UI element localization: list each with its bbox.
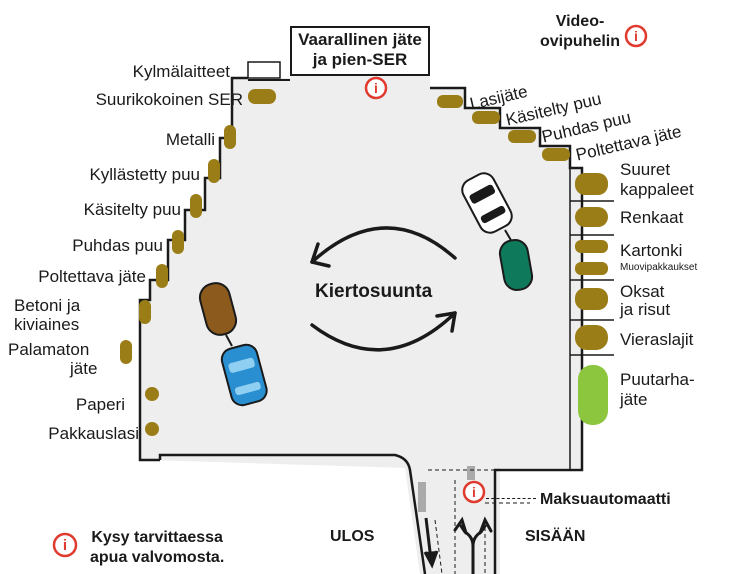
bin-burnable-r — [542, 148, 570, 161]
label-concrete-line1: Betoni ja — [14, 296, 81, 315]
hazardous-waste-station: Vaarallinen jäte ja pien-SER — [290, 26, 430, 76]
entry-label: SISÄÄN — [525, 528, 586, 545]
bin-large-electronics — [248, 89, 276, 104]
bin-large-items — [575, 173, 608, 195]
video-call-label: Video- ovipuhelin — [540, 12, 620, 52]
svg-text:i: i — [472, 484, 476, 500]
bottom-left-wall — [158, 453, 427, 574]
car-brown-trailer — [198, 282, 238, 347]
car-blue — [220, 343, 268, 407]
bin-branches — [575, 288, 608, 310]
bin-glass-packaging — [145, 422, 159, 436]
svg-text:i: i — [634, 28, 638, 44]
payment-leader-line — [486, 498, 536, 499]
bin-concrete — [139, 300, 151, 324]
bin-glass — [437, 95, 463, 108]
right-wall — [430, 86, 584, 574]
entry-arrows — [453, 516, 493, 574]
right-bin-separators — [570, 200, 614, 356]
top-right-bins — [437, 95, 570, 161]
rotation-direction-label: Kiertosuunta — [315, 281, 433, 302]
bin-clean-wood — [172, 230, 184, 254]
label-tires: Renkaat — [620, 208, 684, 227]
bin-cardboard — [575, 240, 608, 253]
info-icon-hazardous: i — [364, 76, 388, 100]
label-paper: Paperi — [75, 395, 125, 414]
bin-metal — [224, 125, 236, 149]
label-branches-line2: ja risut — [620, 300, 671, 319]
label-burnable-waste: Poltettava jäte — [38, 267, 146, 286]
help-text-line1: Kysy tarvittaessa — [91, 529, 223, 546]
hazardous-title-line1: Vaarallinen jäte — [298, 30, 422, 49]
fridge-area — [247, 61, 281, 79]
label-metal: Metalli — [165, 130, 215, 149]
info-icon-payment: i — [462, 480, 486, 504]
svg-text:i: i — [63, 537, 67, 554]
bin-paper — [145, 387, 159, 401]
bin-invasive — [575, 325, 608, 350]
label-impregnated-wood: Kyllästetty puu — [89, 165, 200, 184]
label-nonburnable-line2: jäte — [70, 359, 98, 378]
label-cardboard: Kartonki — [620, 241, 683, 260]
label-invasive-species: Vieraslajit — [620, 330, 694, 349]
gate-area — [418, 466, 530, 574]
bin-treated-wood-r — [472, 111, 500, 124]
bin-treated-wood — [190, 194, 202, 218]
payment-machine-label: Maksuautomaatti — [540, 491, 671, 508]
label-plastic-packaging: Muovipakkaukset — [620, 262, 698, 273]
label-fridges: Kylmälaitteet — [132, 62, 230, 81]
car-green-trailer — [498, 229, 534, 291]
svg-text:i: i — [374, 80, 378, 96]
label-treated-wood: Käsitelty puu — [83, 200, 181, 219]
label-packaging-glass: Pakkauslasi — [48, 424, 139, 443]
video-call-line1: Video- — [555, 13, 605, 30]
bin-clean-wood-r — [508, 130, 536, 143]
hazardous-title-line2: ja pien-SER — [312, 50, 408, 69]
label-garden-waste-line1: Puutarha- — [620, 370, 695, 389]
exit-label: ULOS — [330, 528, 375, 545]
label-large-electronics: Suurikokoinen SER — [95, 90, 243, 109]
label-concrete-line2: kiviaines — [14, 315, 80, 334]
help-text-line2: apua valvomosta. — [90, 549, 225, 566]
label-branches-line1: Oksat — [620, 282, 665, 301]
video-call-line2: ovipuhelin — [540, 33, 620, 50]
exit-arrow — [423, 517, 439, 569]
info-icon-help: i — [52, 532, 78, 558]
label-nonburnable-line1: Palamaton — [8, 340, 90, 359]
help-text: Kysy tarvittaessa apua valvomosta. — [90, 528, 224, 568]
bin-impregnated-wood — [208, 159, 220, 183]
bin-garden — [578, 365, 608, 425]
label-clean-wood: Puhdas puu — [72, 236, 163, 255]
label-large-items-line2: kappaleet — [620, 180, 694, 199]
bin-nonburnable — [120, 340, 132, 364]
label-large-items-line1: Suuret — [620, 160, 671, 179]
left-bins — [120, 89, 276, 436]
info-icon-video-call: i — [624, 24, 648, 48]
bin-burnable-left — [156, 264, 168, 288]
bin-tires — [575, 207, 608, 227]
car-white — [461, 172, 513, 234]
rotation-arrows — [310, 226, 457, 352]
right-bins — [575, 173, 608, 425]
bin-plastic — [575, 262, 608, 275]
label-garden-waste-line2: jäte — [620, 390, 648, 409]
